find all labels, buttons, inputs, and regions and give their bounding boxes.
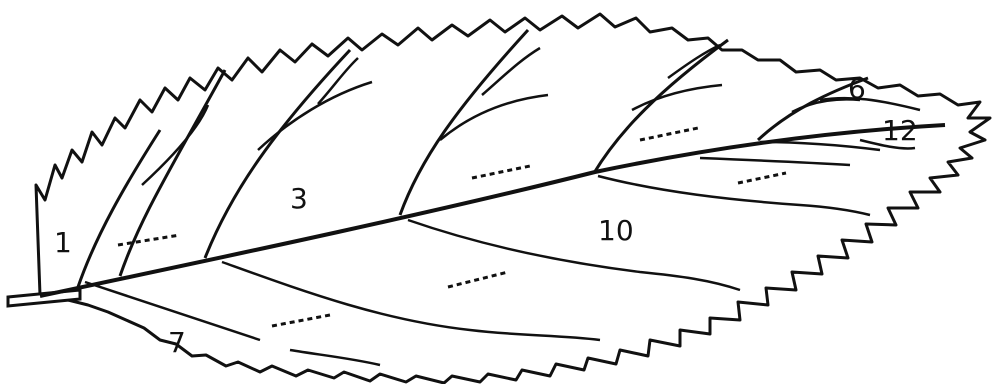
label-12: 12 [882,114,918,147]
petiole [8,290,80,306]
label-3: 3 [290,182,308,215]
tertiary-veins [142,45,920,185]
label-10: 10 [598,214,634,247]
label-6: 6 [848,72,866,105]
upper-secondary-veins [78,30,868,287]
label-1: 1 [54,226,72,259]
label-7: 7 [168,326,186,359]
